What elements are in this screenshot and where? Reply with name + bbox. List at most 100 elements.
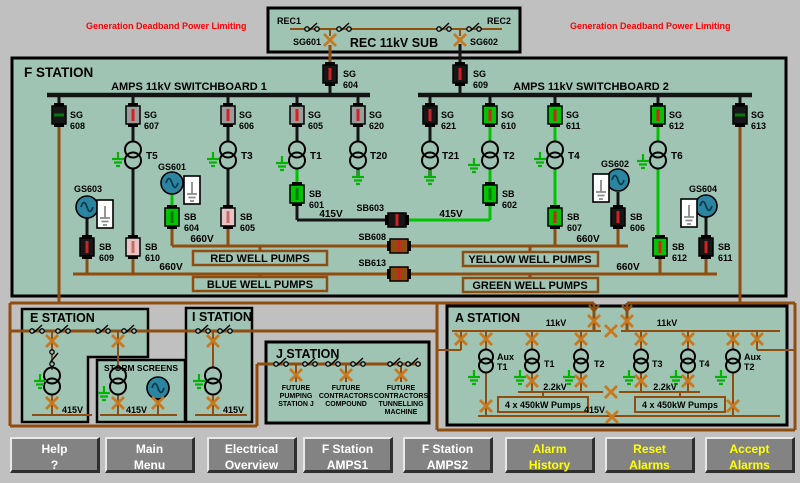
- svg-text:605: 605: [308, 121, 323, 131]
- svg-text:609: 609: [473, 80, 488, 90]
- breaker-sg610[interactable]: [482, 102, 498, 128]
- help-button[interactable]: Help?: [10, 437, 100, 473]
- breaker-sb613[interactable]: [386, 266, 412, 282]
- breaker-sb601[interactable]: [289, 181, 305, 207]
- svg-text:SB: SB: [718, 242, 731, 252]
- svg-text:T4: T4: [699, 359, 710, 369]
- breaker-sb607[interactable]: [547, 204, 563, 230]
- breaker-sg605[interactable]: [289, 102, 305, 128]
- svg-text:620: 620: [369, 121, 384, 131]
- reset-alarms-line1: Reset: [633, 442, 666, 456]
- breaker-sg621[interactable]: [422, 102, 438, 128]
- svg-text:415V: 415V: [319, 209, 343, 220]
- svg-text:613: 613: [751, 121, 766, 131]
- breaker-sb604[interactable]: [164, 204, 180, 230]
- svg-text:606: 606: [239, 121, 254, 131]
- breaker-sg612[interactable]: [650, 102, 666, 128]
- gs602-neutral-box: [592, 173, 610, 203]
- breaker-sb611[interactable]: [698, 234, 714, 260]
- svg-text:611: 611: [566, 121, 581, 131]
- svg-text:MACHINE: MACHINE: [385, 409, 418, 416]
- breaker-sg604[interactable]: [322, 61, 338, 87]
- breaker-sb606[interactable]: [610, 204, 626, 230]
- svg-text:SG: SG: [751, 110, 764, 120]
- sg601-label: SG601: [293, 37, 321, 47]
- breaker-sb605[interactable]: [220, 204, 236, 230]
- svg-text:SB608: SB608: [358, 232, 386, 242]
- a-station-labels: 11kV 11kV Aux T1 T1 T2 T3 T4 Aux T2 2.2k…: [497, 318, 761, 415]
- j-station-panel: [264, 340, 431, 425]
- breaker-sb609[interactable]: [79, 234, 95, 260]
- breaker-sg608[interactable]: [51, 102, 67, 128]
- svg-text:SB603: SB603: [356, 203, 384, 213]
- svg-text:YELLOW WELL PUMPS: YELLOW WELL PUMPS: [468, 254, 591, 266]
- svg-text:T2: T2: [594, 359, 605, 369]
- f-station-amps1-line2: AMPS1: [326, 458, 369, 472]
- svg-text:SG: SG: [501, 110, 514, 120]
- f-station-title: F STATION: [24, 65, 93, 80]
- svg-text:611: 611: [718, 253, 733, 263]
- voltage-labels: 415V 415V 660V 660V 660V 660V: [159, 209, 640, 273]
- pumps-box-right: [634, 396, 726, 413]
- j-station-title: J STATION: [276, 347, 339, 361]
- svg-text:SG: SG: [566, 110, 579, 120]
- breaker-sb602[interactable]: [482, 181, 498, 207]
- yellow-well-pumps-box: [461, 250, 600, 268]
- svg-text:T1: T1: [310, 151, 322, 162]
- gs604-neutral-box: [680, 198, 698, 228]
- svg-text:605: 605: [240, 223, 255, 233]
- svg-text:T1: T1: [544, 359, 555, 369]
- breaker-sb610[interactable]: [125, 234, 141, 260]
- svg-text:SB613: SB613: [358, 258, 386, 268]
- green-well-pumps-box: [461, 276, 600, 294]
- svg-text:GREEN WELL PUMPS: GREEN WELL PUMPS: [472, 280, 587, 292]
- svg-text:610: 610: [501, 121, 516, 131]
- svg-text:T6: T6: [671, 151, 683, 162]
- gs601-neutral-box: [183, 175, 201, 205]
- breaker-sb608[interactable]: [386, 238, 412, 254]
- main-menu-line2: Menu: [133, 458, 166, 472]
- svg-text:SG: SG: [343, 69, 356, 79]
- i-station-panel: [184, 306, 254, 424]
- breaker-sg607[interactable]: [125, 102, 141, 128]
- storm-screens-generator[interactable]: [146, 376, 170, 400]
- switchboard1-title: AMPS 11kV SWITCHBOARD 1: [111, 81, 267, 93]
- breaker-sg609[interactable]: [452, 61, 468, 87]
- svg-text:FUTURE: FUTURE: [282, 385, 311, 392]
- f-station-amps1-line1: F Station: [321, 442, 374, 456]
- svg-text:SB: SB: [672, 242, 685, 252]
- e-415v-label: 415V: [62, 405, 83, 415]
- red-well-pumps-box: [191, 249, 329, 267]
- svg-text:T5: T5: [146, 151, 158, 162]
- j-station-future-labels: FUTURE PUMPING STATION J FUTURE CONTRACT…: [278, 385, 428, 416]
- svg-text:SG: SG: [369, 110, 382, 120]
- storm-415v-label: 415V: [126, 405, 147, 415]
- breaker-sg606[interactable]: [220, 102, 236, 128]
- svg-text:607: 607: [144, 121, 159, 131]
- svg-text:604: 604: [343, 80, 358, 90]
- svg-text:4 x 450kW Pumps: 4 x 450kW Pumps: [505, 400, 581, 410]
- svg-text:SB: SB: [567, 212, 580, 222]
- breaker-sb603[interactable]: [384, 212, 410, 228]
- svg-text:SB: SB: [184, 212, 197, 222]
- svg-text:606: 606: [630, 223, 645, 233]
- breaker-sb612[interactable]: [652, 234, 668, 260]
- breaker-sg613[interactable]: [732, 102, 748, 128]
- svg-text:SG: SG: [144, 110, 157, 120]
- svg-text:Aux: Aux: [744, 352, 761, 362]
- svg-text:601: 601: [309, 200, 324, 210]
- svg-text:612: 612: [669, 121, 684, 131]
- breaker-sg620[interactable]: [350, 102, 366, 128]
- svg-text:T4: T4: [568, 151, 580, 162]
- a-station-title: A STATION: [455, 311, 520, 325]
- breaker-sg611[interactable]: [547, 102, 563, 128]
- svg-text:SB: SB: [630, 212, 643, 222]
